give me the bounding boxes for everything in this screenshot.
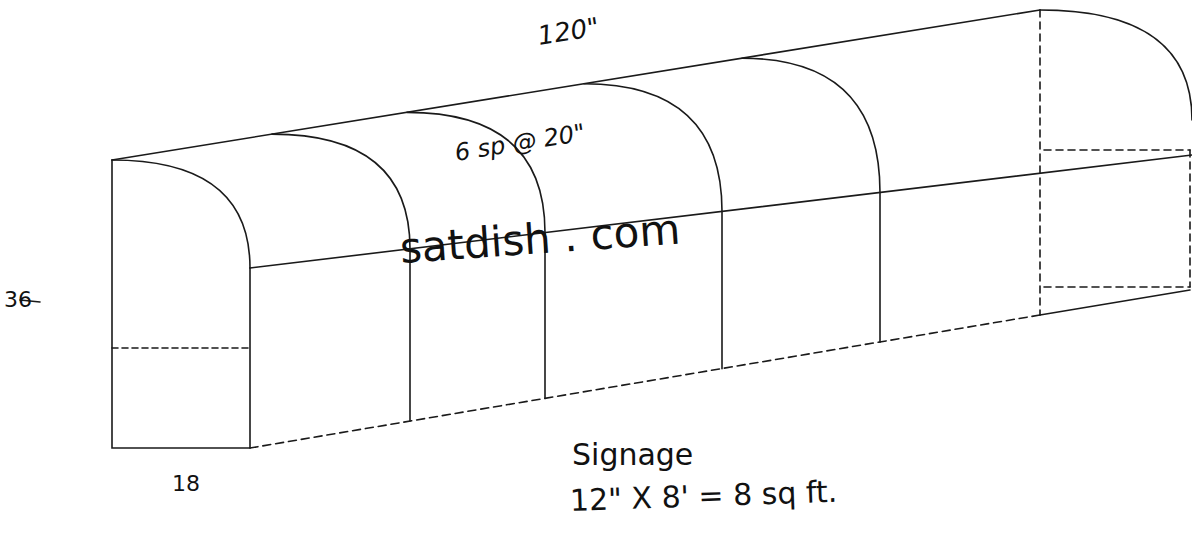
rib	[742, 58, 880, 342]
signage-heading: Signage	[572, 438, 693, 471]
bottom-line	[250, 315, 1040, 448]
front-arc	[112, 160, 250, 268]
ridge-line	[250, 155, 1192, 268]
back-hidden-line	[1044, 286, 1190, 288]
length-dimension: 120"	[536, 13, 601, 51]
back-arc	[1040, 10, 1192, 120]
height-dimension: 36	[4, 288, 32, 312]
front-face	[112, 160, 250, 448]
signage-area: 12" X 8' = 8 sq ft.	[569, 475, 837, 517]
rib	[272, 134, 410, 421]
front-midline	[112, 347, 250, 349]
back-hidden-edge	[1039, 10, 1041, 315]
ribs	[272, 58, 880, 421]
back-bottom	[1040, 290, 1190, 315]
spacing-dimension: 6 sp @ 20"	[453, 120, 587, 167]
sign-text: satdish . com	[398, 206, 681, 272]
back-hidden-line	[1044, 149, 1190, 151]
back-hidden-line	[1189, 150, 1191, 287]
depth-dimension: 18	[172, 472, 200, 496]
